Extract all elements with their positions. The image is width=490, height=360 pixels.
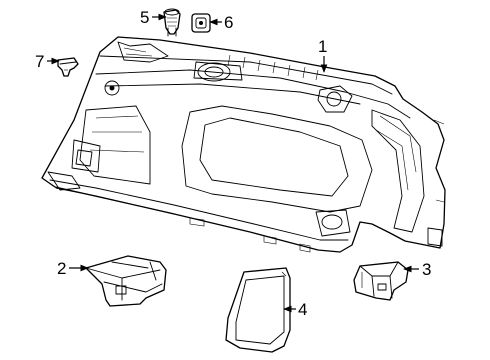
callout-label-2: 2 (57, 259, 66, 278)
push-pin (57, 57, 79, 77)
callout-3: 3 (403, 260, 431, 279)
callout-label-4: 4 (298, 300, 307, 319)
callout-1: 1 (318, 37, 327, 73)
callout-label-1: 1 (318, 37, 327, 56)
callout-label-3: 3 (422, 260, 431, 279)
trim-end-bracket (353, 261, 409, 301)
callout-2: 2 (57, 259, 89, 278)
callout-6: 6 (209, 13, 233, 32)
callout-5: 5 (140, 8, 167, 27)
storage-bin (85, 255, 167, 307)
quarter-trim-panel (41, 36, 446, 253)
fastener-plug (163, 8, 181, 37)
square-clip (191, 13, 211, 33)
callout-label-6: 6 (224, 13, 233, 32)
callout-label-7: 7 (35, 52, 44, 71)
callout-label-5: 5 (140, 8, 149, 27)
callout-7: 7 (35, 52, 60, 71)
side-cover-panel (225, 267, 291, 353)
callout-4: 4 (283, 300, 307, 319)
